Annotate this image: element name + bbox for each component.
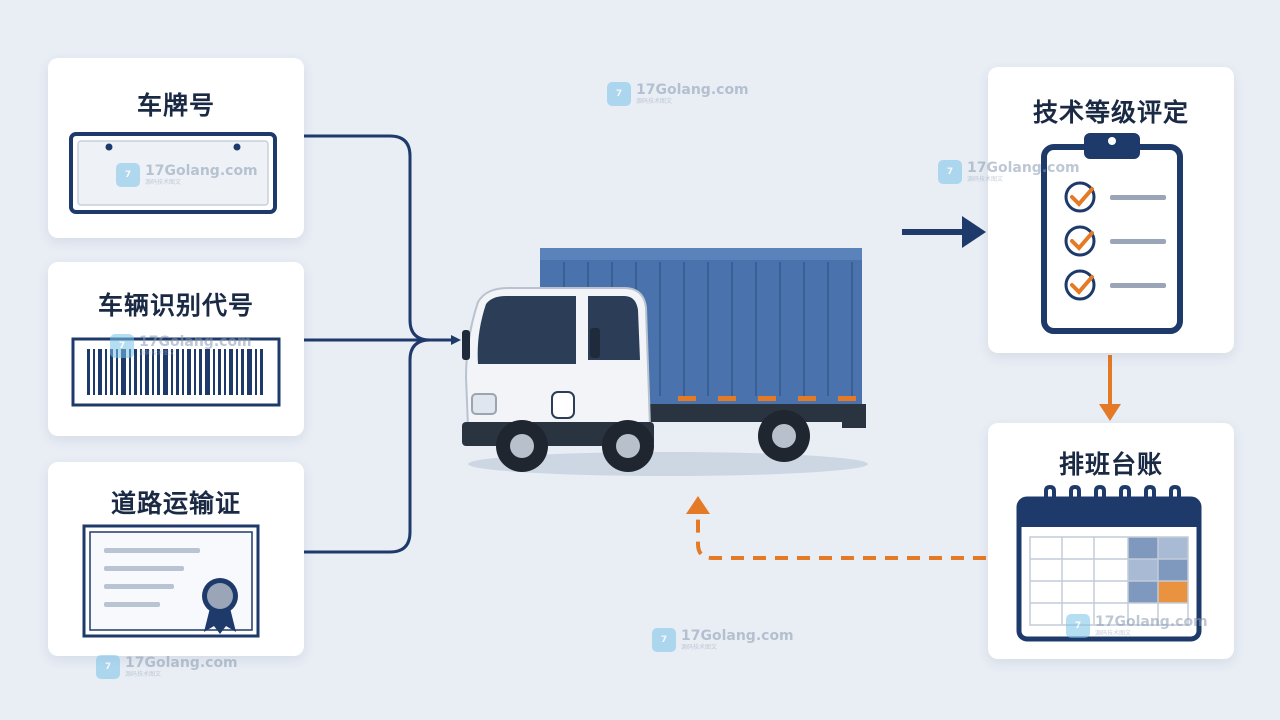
checklist-item-2 bbox=[1064, 225, 1166, 257]
connector-permit-to-truck bbox=[302, 338, 431, 554]
card-rating-title: 技术等级评定 bbox=[1032, 98, 1189, 127]
card-permit-title: 道路运输证 bbox=[110, 489, 241, 518]
dashed-arrow-head bbox=[686, 496, 710, 514]
arrow-rating-to-schedule-head bbox=[1099, 404, 1121, 421]
checklist-item-1 bbox=[1064, 181, 1166, 213]
calendar-icon bbox=[1016, 485, 1202, 642]
card-schedule: 排班台账 bbox=[988, 423, 1234, 659]
card-rating: 技术等级评定 bbox=[988, 67, 1234, 353]
card-plate: 车牌号 bbox=[48, 58, 304, 238]
card-plate-title: 车牌号 bbox=[136, 91, 215, 120]
license-plate-icon bbox=[69, 132, 277, 214]
card-vin: 车辆识别代号 bbox=[48, 262, 304, 436]
card-permit: 道路运输证 bbox=[48, 462, 304, 656]
barcode-icon bbox=[71, 337, 281, 407]
checklist-item-3 bbox=[1064, 269, 1166, 301]
connector-plate-to-truck bbox=[302, 134, 431, 342]
card-schedule-title: 排班台账 bbox=[1058, 450, 1163, 479]
certificate-icon bbox=[82, 524, 260, 638]
card-vin-title: 车辆识别代号 bbox=[97, 291, 254, 320]
clipboard-checklist-icon bbox=[1041, 133, 1183, 334]
truck-icon bbox=[462, 248, 868, 476]
arrow-truck-to-rating-head bbox=[962, 216, 986, 248]
dashed-schedule-to-truck bbox=[696, 512, 986, 560]
